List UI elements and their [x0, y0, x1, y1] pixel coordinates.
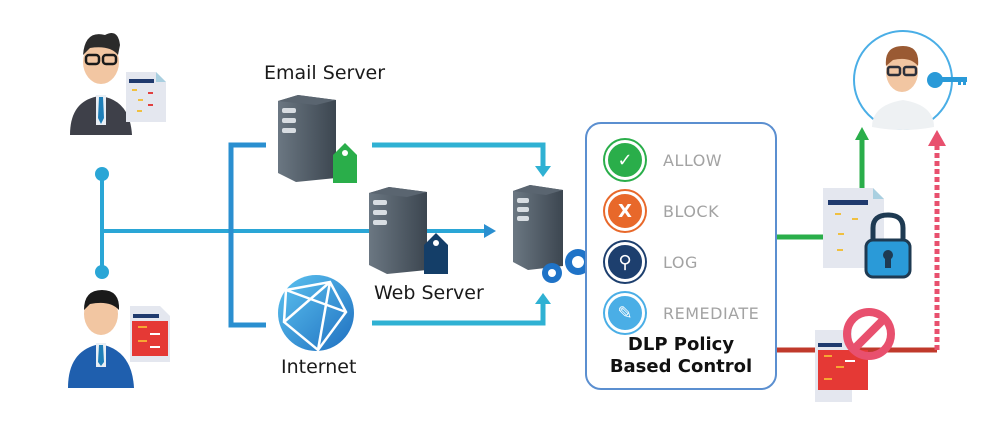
- action-remediate[interactable]: ✎ REMEDIATE: [605, 293, 759, 333]
- bracket-line: [228, 142, 266, 328]
- gear-icon: [542, 249, 591, 283]
- internet-flow-arrow: [535, 293, 551, 304]
- email-flow-line: [372, 142, 546, 168]
- email-server-label: Email Server: [264, 62, 386, 84]
- action-label: LOG: [663, 252, 698, 272]
- web-flow-arrow: [484, 224, 496, 238]
- internet-flow-line: [372, 302, 546, 326]
- allow-arrow: [855, 127, 869, 140]
- action-label: BLOCK: [663, 201, 720, 221]
- padlock-icon: [864, 212, 912, 279]
- policy-title: DLP Policy Based Control: [587, 334, 775, 378]
- email-server-icon: [278, 95, 336, 182]
- dlp-policy-panel: ✓ ALLOW X BLOCK ⚲ LOG ✎ REMEDIATE DLP Po…: [585, 122, 777, 390]
- employee-avatar-bottom: [68, 290, 134, 388]
- document-clean-icon: [126, 72, 166, 122]
- web-server-icon: [369, 187, 427, 274]
- web-server-label: Web Server: [374, 282, 484, 304]
- action-block[interactable]: X BLOCK: [605, 191, 719, 231]
- employee-avatar-top: [70, 32, 132, 135]
- policy-title-line1: DLP Policy: [627, 334, 735, 355]
- tag-navy-icon: [424, 233, 448, 274]
- internet-label: Internet: [281, 356, 357, 378]
- magnifier-icon: ⚲: [605, 242, 645, 282]
- tag-green-icon: [333, 143, 357, 183]
- email-flow-arrow: [535, 166, 551, 177]
- action-label: ALLOW: [663, 150, 723, 170]
- dlp-server-icon: [513, 185, 563, 270]
- document-sensitive-icon: [130, 306, 170, 362]
- x-icon: X: [605, 191, 645, 231]
- globe-icon: [278, 275, 354, 352]
- document-blocked-icon: [815, 330, 868, 402]
- block-escalation-arrow: [928, 130, 946, 146]
- policy-title-line2: Based Control: [609, 356, 753, 377]
- key-icon: [927, 72, 967, 88]
- check-icon: ✓: [605, 140, 645, 180]
- action-label: REMEDIATE: [663, 303, 760, 323]
- prohibited-icon: [843, 308, 895, 360]
- manager-avatar: [872, 46, 934, 130]
- connector-dot-bottom: [95, 265, 109, 279]
- action-allow[interactable]: ✓ ALLOW: [605, 140, 722, 180]
- connector-dot-top: [95, 167, 109, 181]
- action-log[interactable]: ⚲ LOG: [605, 242, 698, 282]
- pencil-icon: ✎: [605, 293, 645, 333]
